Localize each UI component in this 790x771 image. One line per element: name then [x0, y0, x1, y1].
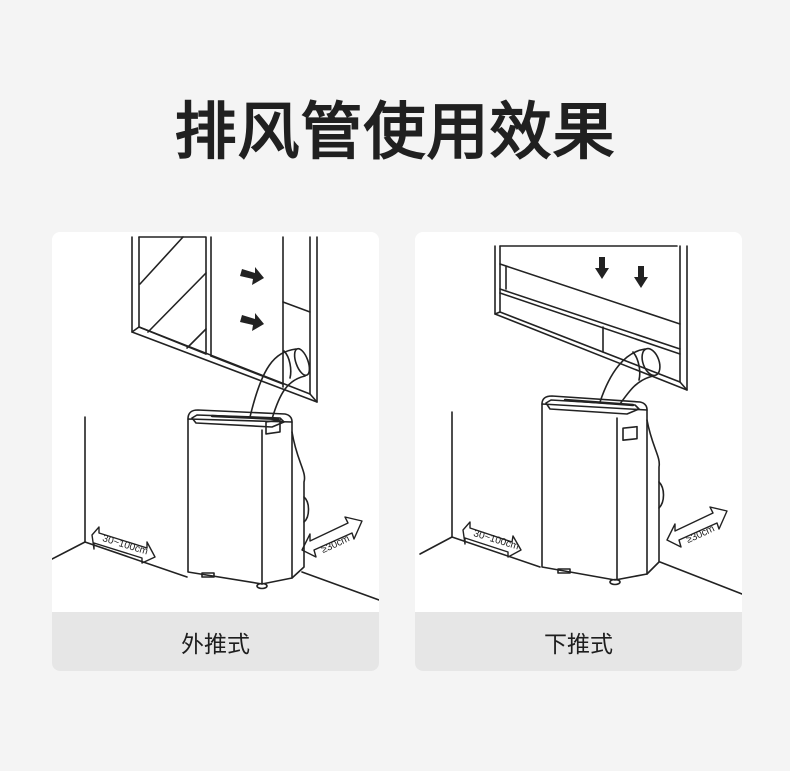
window-frame-icon — [494, 245, 688, 391]
window-frame-icon — [131, 236, 318, 403]
caption-side-push: 外推式 — [52, 612, 379, 671]
back-clearance-dimension-icon: 30~100cm — [462, 521, 522, 558]
back-clearance-dimension-icon: 30~100cm — [91, 526, 156, 564]
down-push-illustration: 30~100cm ≥30cm — [419, 245, 742, 595]
room-corner-icon — [52, 416, 379, 601]
side-clearance-label: ≥30cm — [320, 533, 352, 556]
portable-ac-unit-icon — [541, 395, 665, 586]
airflow-right-arrow-icon — [240, 267, 264, 331]
card-side-push: 30~100cm ≥30cm 外推式 — [52, 232, 379, 671]
exhaust-hose-icon — [249, 347, 311, 420]
airflow-down-arrow-icon — [595, 257, 648, 288]
side-clearance-label: ≥30cm — [685, 523, 717, 546]
portable-ac-unit-icon — [187, 409, 310, 590]
back-clearance-label: 30~100cm — [101, 533, 149, 557]
caption-down-push: 下推式 — [415, 612, 742, 671]
side-clearance-dimension-icon: ≥30cm — [301, 516, 363, 558]
card-down-push: 30~100cm ≥30cm 下推式 — [415, 232, 742, 671]
room-corner-icon — [419, 411, 742, 595]
side-clearance-dimension-icon: ≥30cm — [666, 506, 728, 548]
side-push-illustration: 30~100cm ≥30cm — [52, 236, 379, 601]
page-title: 排风管使用效果 — [174, 95, 616, 168]
